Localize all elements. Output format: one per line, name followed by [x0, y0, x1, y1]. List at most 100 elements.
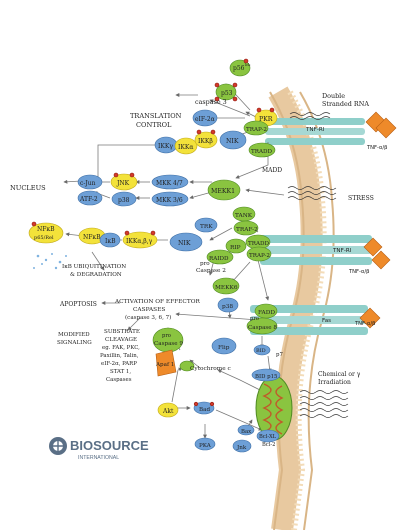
label-double: Double	[322, 92, 345, 100]
node-mekk6: MEKK6	[212, 277, 240, 295]
label-translation: TRANSLATION	[130, 112, 182, 120]
node-label: Apaf 1	[155, 362, 174, 368]
node-label: Flip	[218, 345, 230, 351]
node-p53: p53	[214, 82, 238, 102]
node-cytochrome-c: Cytochrome c	[179, 360, 231, 372]
label-ikb-deg-2: & DEGRADATION	[70, 272, 122, 278]
node-label: Cytochrome c	[190, 366, 231, 372]
node-label: Bcl-2	[262, 442, 275, 448]
node-nfkb-mid: NFκB	[78, 227, 106, 245]
node-label: TRADD	[251, 149, 272, 155]
logo-sub: INTERNATIONAL	[78, 455, 119, 461]
label-substrate-2: CLEAVAGE	[105, 337, 137, 343]
node-pro-caspase9: pro Caspase 9	[152, 327, 183, 353]
node-label: Caspase 8	[248, 325, 277, 331]
node-label: c-Jun	[80, 180, 96, 187]
mitochondrion	[255, 375, 293, 441]
label-stress: STRESS	[348, 195, 374, 202]
node-label: MEKK6	[215, 285, 238, 291]
node-label: NIK	[226, 138, 239, 145]
node-label: Jnk	[236, 445, 247, 451]
label-chemical: Chemical or γ	[318, 371, 361, 378]
node-label: IKKγ	[158, 143, 173, 150]
label-substrate-6: STAT 1,	[110, 369, 131, 375]
node-bid: BID	[253, 344, 271, 356]
node-label: IKKα,β,γ	[126, 238, 153, 245]
node-label: p56	[233, 65, 245, 72]
node-label: pro	[162, 333, 171, 339]
label-apoptosis: APOPTOSIS	[59, 301, 97, 308]
label-modified-1: MODIFIED	[58, 332, 90, 338]
biosource-logo: BIOSOURCE INTERNATIONAL	[49, 437, 149, 461]
node-atf2: ATF-2	[77, 190, 103, 206]
fas-label: Fas	[322, 318, 331, 324]
node-label: IKKα	[178, 144, 193, 151]
node-label: Caspase 9	[154, 341, 183, 347]
node-label: pro	[250, 316, 259, 322]
node-label: TRADD	[248, 241, 269, 247]
tnfr1-top-label: TNF-RI	[305, 127, 325, 133]
node-ikb: IκB	[99, 232, 121, 248]
node-trap2-mid: TRAP-2	[246, 246, 272, 262]
node-label: RIP	[230, 245, 241, 251]
label-substrate-7: Caspases	[106, 377, 132, 383]
node-p38-top: p38	[111, 191, 137, 207]
tnf-ligand-mid: TNF-α/β	[348, 237, 391, 275]
node-label: FADD	[258, 310, 275, 316]
node-raidd: RAIDD	[206, 249, 234, 265]
tnfab-top-label: TNF-α/β	[366, 145, 387, 151]
node-label: ATF-2	[79, 196, 98, 203]
node-label: BID p15	[255, 374, 278, 380]
node-bid-p15: BID p15	[251, 368, 281, 382]
irradiation-waves	[299, 390, 349, 418]
degradation-dots	[33, 253, 67, 270]
node-label: PKR	[259, 116, 273, 123]
node-p38-mid: p38	[217, 297, 239, 313]
label-substrate-3: eg. FAK, PKC,	[102, 345, 140, 351]
label-substrate-1: SUBSTRATE	[104, 329, 140, 335]
node-label: MKK 3/6	[156, 197, 183, 204]
node-ikkg: IKKγ	[154, 136, 178, 154]
node-label: TRK	[200, 224, 213, 230]
node-nfkb-p65: NFκB p65/Rel	[28, 221, 64, 244]
node-label: RAIDD	[209, 256, 229, 262]
node-mkk36: MKK 3/6	[151, 191, 189, 207]
node-ikka: IKKα	[174, 137, 198, 155]
node-apaf1: Apaf 1	[155, 349, 177, 377]
label-control: CONTROL	[136, 121, 172, 129]
node-label: TANK	[235, 213, 253, 219]
node-nik-mid: NIK	[169, 232, 203, 252]
node-tradd-top: TRADD	[248, 142, 276, 158]
label-modified-2: SIGNALING	[57, 340, 92, 346]
node-label: TRAP-2	[249, 253, 270, 259]
node-akt: Akt	[157, 402, 179, 418]
dsrna-waves	[289, 112, 331, 120]
label-substrate-5: eIF-2α, PARP	[101, 361, 137, 367]
node-label: MEKK1	[211, 188, 235, 195]
tnf-receptor-mid: TNF-RI	[260, 235, 372, 265]
node-tank: TANK	[232, 206, 256, 222]
label-pro-casp2-b: Caspase 2	[196, 268, 226, 274]
node-cjun: c-Jun	[77, 174, 103, 190]
node-label: TRAF-2	[236, 227, 258, 233]
node-bax: Bax	[237, 424, 255, 436]
node-mkk47: MKK 4/7	[151, 174, 189, 190]
label-caspase3-top: caspase 3	[195, 98, 227, 106]
label-madd: MADD	[262, 167, 282, 174]
fas-receptor: Fas	[250, 305, 368, 335]
label-substrate-4: Paxillin, Talin,	[100, 353, 139, 359]
stress-waves	[287, 186, 337, 200]
node-bcl-xl: Bcl-XL Bcl-2	[256, 429, 280, 448]
tnf-ligand-top: TNF-α/β	[365, 111, 397, 151]
node-label: NIK	[178, 240, 191, 247]
label-ikb-deg-1: IκB UBIQUITINATION	[62, 264, 126, 270]
node-jnk: JNK	[110, 172, 138, 191]
node-nik-top: NIK	[219, 130, 247, 150]
fas-tnf-label: TNF-α/β	[354, 321, 375, 327]
label-nucleus: NUCLEUS	[10, 184, 46, 192]
node-eif2a: eIF-2α	[192, 109, 218, 127]
node-label: MKK 4/7	[156, 180, 183, 187]
node-flip: Flip	[211, 337, 237, 355]
node-trk: TRK	[194, 217, 218, 233]
